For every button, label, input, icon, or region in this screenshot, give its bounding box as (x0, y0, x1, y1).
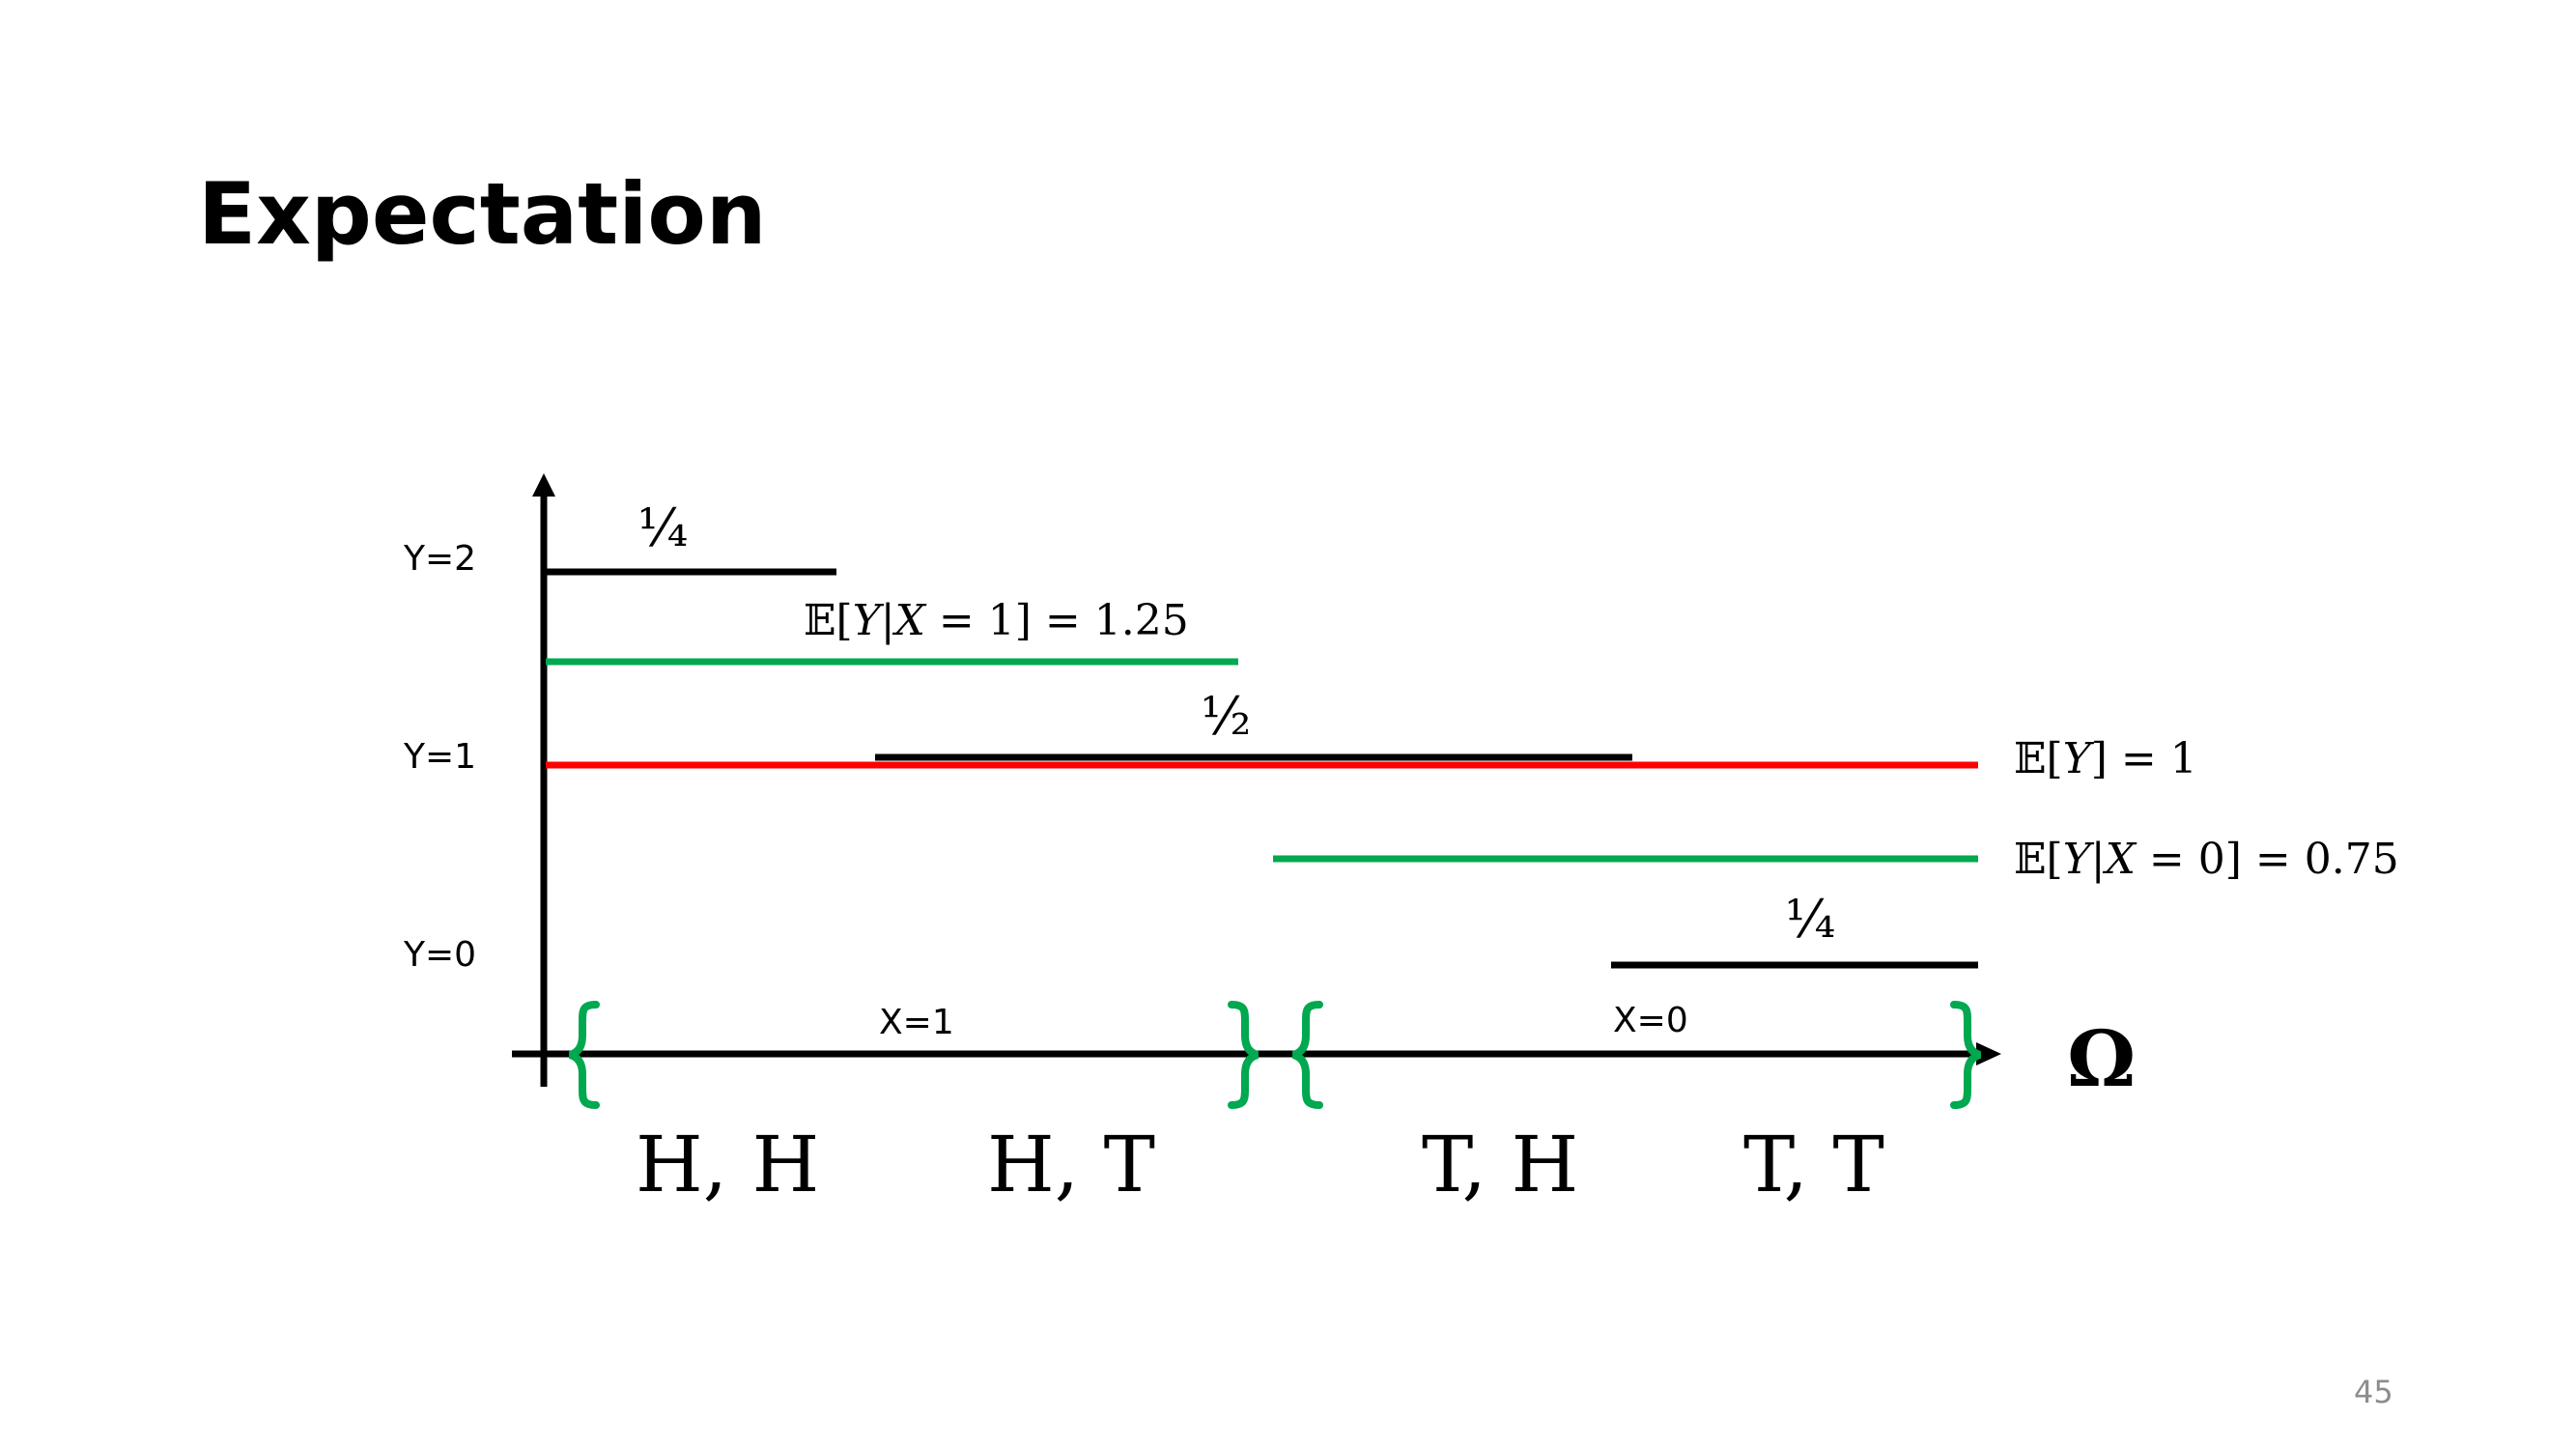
probability-y1: ½ (1201, 686, 1251, 747)
x-axis-arrowhead (1976, 1042, 2001, 1065)
expectation-overall: 𝔼[𝑌] = 1 (2014, 734, 2197, 783)
probability-y2: ¼ (637, 497, 688, 558)
group-brackets (568, 1001, 1982, 1109)
y-label-1: Y=1 (403, 737, 476, 777)
group-label-x0: X=0 (1613, 1001, 1688, 1040)
axes (512, 473, 2001, 1087)
page-number: 45 (2354, 1374, 2393, 1410)
outcome-tt: T, T (1743, 1120, 1884, 1209)
y-label-2: Y=2 (403, 539, 476, 579)
slide-title: Expectation (198, 164, 767, 264)
outcome-th: T, H (1422, 1120, 1578, 1209)
bracket-x1-left (568, 1001, 600, 1109)
group-label-x1: X=1 (879, 1003, 954, 1042)
y-axis-arrowhead (532, 473, 555, 497)
outcome-ht: H, T (987, 1120, 1155, 1209)
bracket-x0-left (1291, 1001, 1323, 1109)
expectation-given-x0: 𝔼[𝑌|𝑋 = 0] = 0.75 (2014, 835, 2399, 884)
expectation-given-x1: 𝔼[𝑌|𝑋 = 1] = 1.25 (804, 596, 1189, 645)
bracket-x1-right (1228, 1001, 1260, 1109)
bracket-x0-right (1950, 1001, 1982, 1109)
probability-y0: ¼ (1785, 889, 1835, 950)
omega-label: Ω (2067, 1013, 2136, 1104)
y-label-0: Y=0 (403, 935, 476, 975)
outcome-hh: H, H (636, 1120, 819, 1209)
